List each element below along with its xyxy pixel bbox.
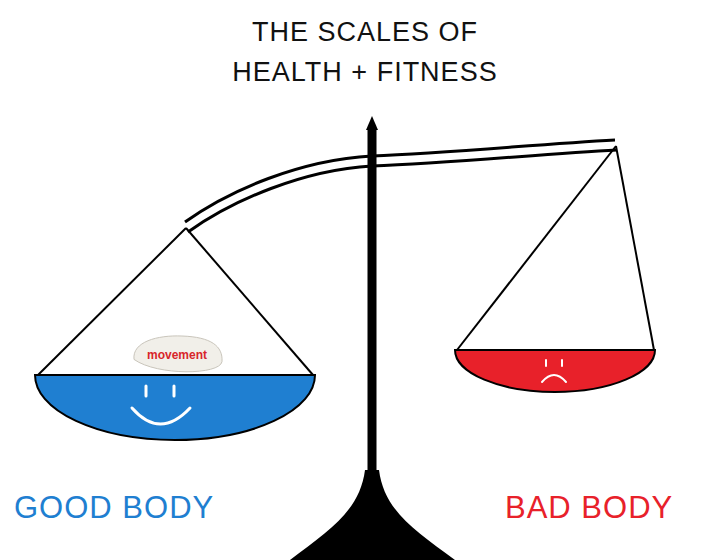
pan-string	[616, 146, 654, 350]
smiley-mouth	[132, 408, 190, 424]
pan-string	[457, 146, 616, 350]
scale-finial	[366, 116, 378, 130]
smiley-eye	[145, 386, 148, 396]
scale-post	[368, 128, 377, 480]
frown-mouth	[542, 375, 566, 382]
left-pan	[35, 375, 315, 440]
right-pan	[455, 350, 655, 392]
scale-base	[290, 470, 455, 560]
frown-eye	[545, 360, 547, 366]
movement-rock: movement	[128, 333, 226, 377]
frown-eye	[561, 360, 563, 366]
scale-beam	[188, 150, 617, 232]
scale-beam	[185, 140, 615, 222]
smiley-eye	[173, 386, 176, 396]
title: THE SCALES OF HEALTH + FITNESS	[215, 12, 515, 92]
rock-label: movement	[128, 333, 226, 377]
body-label: GOOD BODY	[14, 490, 214, 526]
body-label: BAD BODY	[505, 490, 673, 526]
